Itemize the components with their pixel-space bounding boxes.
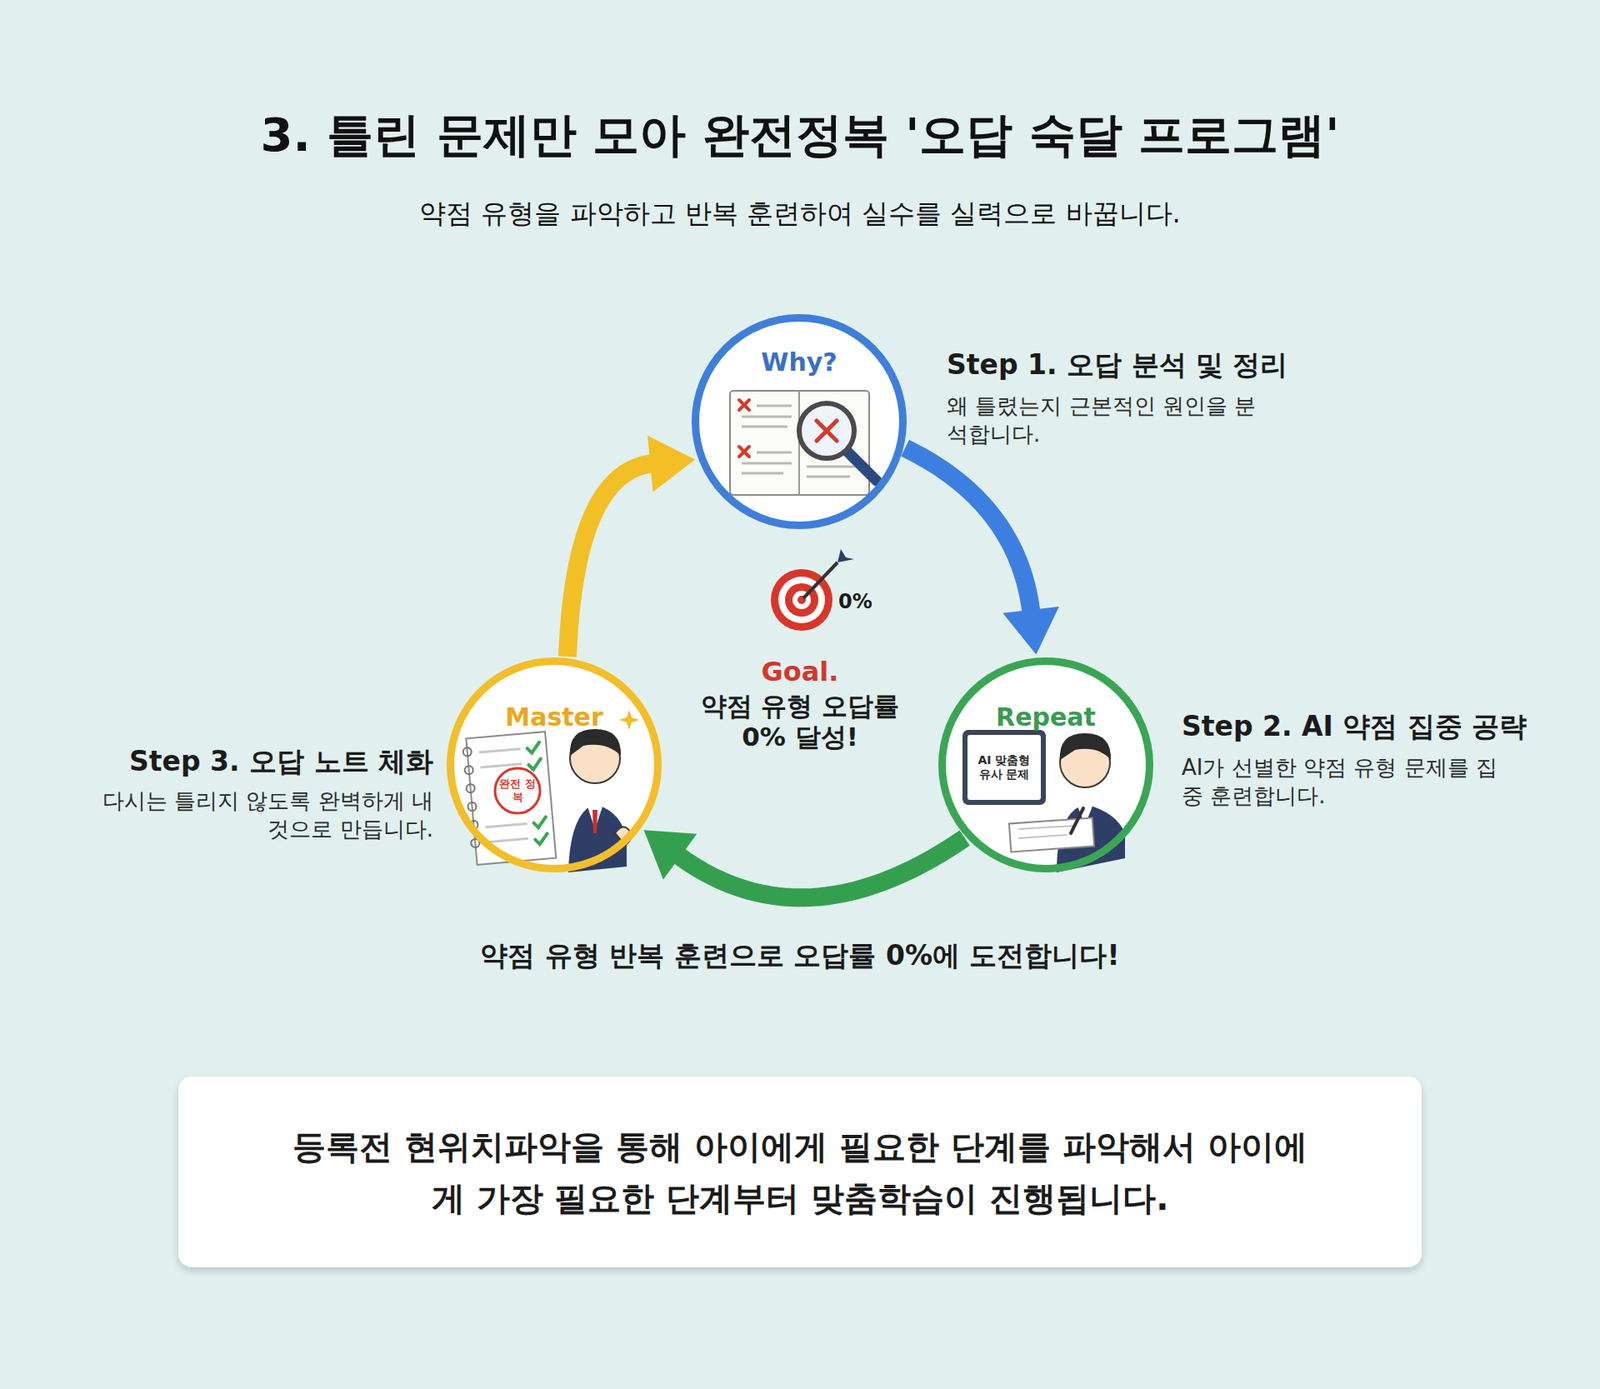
checklist-student-icon-part	[592, 810, 598, 834]
notebook-magnifier-icon-part	[799, 403, 855, 459]
notebook-magnifier-icon-part-part	[756, 405, 792, 408]
page-title: 3. 틀린 문제만 모아 완전정복 '오답 숙달 프로그램'	[0, 105, 1600, 166]
arrow-shaft	[677, 838, 965, 899]
tablet-student-icon-part	[1060, 733, 1111, 760]
info-box: 등록전 현위치파악을 통해 아이에게 필요한 단계를 파악해서 아이에게 가장 …	[178, 1076, 1422, 1268]
step-heading: Step 2. AI 약점 집중 공략	[1181, 709, 1565, 745]
step-circle: MasterStep 3. 오답 노트 체화다시는 틀리지 않도록 완벽하게 내…	[446, 657, 662, 873]
tablet-student-icon-part	[1070, 808, 1084, 834]
tablet-student-icon-part	[1018, 825, 1075, 839]
notebook-magnifier-icon-part-part	[739, 400, 750, 410]
circle-label: Why?	[699, 345, 900, 379]
annotation-label: 완전 정복	[499, 777, 536, 804]
checklist-student-icon-part-part-part	[467, 802, 477, 812]
arrow-head	[647, 435, 695, 493]
checklist-student-icon-part-part-part	[479, 749, 521, 753]
notebook-magnifier-icon-part-part	[739, 446, 750, 457]
step-heading: Step 3. 오답 노트 체화	[50, 744, 434, 780]
cycle-arrow	[644, 830, 965, 898]
step-circle: Why?Step 1. 오답 분석 및 정리왜 틀렸는지 근본적인 원인을 분석…	[691, 314, 907, 530]
page-subtitle: 약점 유형을 파악하고 반복 훈련하여 실수를 실력으로 바꿉니다.	[0, 196, 1600, 232]
notebook-magnifier-icon-part-part	[739, 400, 750, 410]
checklist-student-icon-part-part-part	[480, 764, 522, 768]
arrow-shaft	[905, 448, 1031, 614]
notebook-magnifier-icon-part	[730, 390, 870, 495]
circle-grounds-part	[450, 660, 659, 870]
checklist-student-icon-part-part-part	[469, 820, 479, 830]
circle-label: Repeat	[945, 700, 1146, 734]
annotation-label: 0%	[838, 590, 873, 615]
checklist-student-icon-part-part-part	[465, 784, 475, 794]
notebook-magnifier-icon-part-part	[816, 420, 837, 441]
annotation-label: AI 맞춤형 유사 문제	[970, 753, 1038, 782]
notebook-magnifier-icon-part-part	[806, 475, 850, 479]
checklist-student-icon-part-part-part	[464, 765, 474, 775]
step-circle: RepeatStep 2. AI 약점 집중 공략AI가 선별한 약점 유형 문…	[938, 657, 1154, 873]
checklist-student-icon-part	[615, 826, 631, 845]
checklist-student-icon-part-part	[465, 731, 556, 865]
checklist-student-icon-part	[619, 710, 640, 730]
checklist-student-icon-part-part-part	[486, 838, 529, 842]
arrow-shaft	[567, 463, 654, 657]
checklist-student-icon-part-part	[462, 747, 480, 848]
notebook-magnifier-icon-part	[846, 450, 877, 481]
checklist-student-icon-part-part-part	[528, 759, 542, 770]
checklist-student-icon-part-part-part	[470, 838, 480, 848]
checklist-student-icon-part-part-part	[535, 833, 549, 845]
annotation-label: 약점 유형 반복 훈련으로 오답률 0%에 도전합니다!	[341, 939, 1259, 973]
notebook-magnifier-icon-part-part	[756, 451, 792, 455]
notebook-magnifier-icon-part-part	[741, 425, 788, 429]
tablet-student-icon	[962, 730, 1125, 873]
target-icon-part	[837, 549, 855, 563]
checklist-student-icon-part-part-part	[462, 747, 472, 757]
cycle-arrow	[905, 448, 1060, 655]
notebook-magnifier-icon-part-part	[816, 420, 837, 441]
checklist-student-icon-part	[461, 731, 556, 865]
notebook-magnifier-icon-part-part	[741, 415, 792, 419]
notebook-magnifier-icon-part	[739, 400, 750, 457]
checklist-student-icon-part-part-part	[485, 823, 528, 827]
annotation-label: Goal.	[761, 655, 840, 688]
annotation-label: 약점 유형 오답률 0% 달성!	[695, 690, 905, 753]
checklist-student-icon-part	[570, 729, 621, 756]
tablet-student-icon-part-part	[1018, 825, 1075, 830]
checklist-student-icon-part	[568, 804, 627, 873]
circle-grounds-part	[695, 317, 904, 526]
checklist-student-icon-part-part-part	[533, 816, 547, 828]
note-text: 등록전 현위치파악을 통해 아이에게 필요한 단계를 파악해서 아이에게 가장 …	[287, 1120, 1313, 1225]
notebook-magnifier-icon-part-part	[739, 446, 750, 457]
arrow-head	[1002, 606, 1060, 655]
circle-label: Master	[454, 700, 655, 734]
step-heading: Step 1. 오답 분석 및 정리	[946, 347, 1330, 384]
step-description: 왜 틀렸는지 근본적인 원인을 분석합니다.	[946, 392, 1264, 450]
arrow-head	[644, 830, 698, 880]
notebook-magnifier-icon	[730, 390, 877, 495]
checklist-student-icon	[461, 710, 640, 873]
checklist-student-icon-part	[495, 768, 540, 814]
tablet-student-icon-part	[1009, 818, 1095, 853]
step-description: 다시는 틀리지 않도록 완벽하게 내 것으로 만듭니다.	[100, 787, 434, 845]
notebook-magnifier-icon-part-part	[806, 465, 859, 469]
notebook-magnifier-icon-part-part	[741, 462, 792, 465]
notebook-magnifier-icon-part	[816, 420, 837, 441]
notebook-magnifier-icon-part-part	[741, 472, 784, 475]
checklist-student-icon-part-part-part	[526, 742, 540, 754]
cycle-arrow	[567, 435, 695, 657]
tablet-student-icon-part-part	[1018, 835, 1067, 839]
tablet-student-icon-part	[962, 730, 1046, 805]
step-description: AI가 선별한 약점 유형 문제를 집중 훈련합니다.	[1181, 754, 1499, 811]
tablet-student-icon-part	[967, 735, 1041, 800]
target-icon-part	[803, 562, 838, 599]
